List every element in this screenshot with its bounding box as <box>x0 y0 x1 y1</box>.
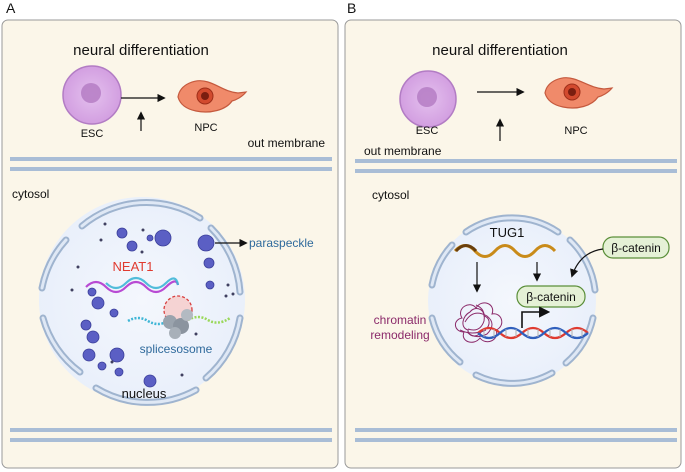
panel-b: B neural differentiation ESC NPC out mem… <box>344 0 682 469</box>
panel-a-splicesosome-label: splicesosome <box>140 342 213 356</box>
panel-a-paraspeckles <box>80 227 215 388</box>
panel-b-catenin-import-arrow <box>570 248 604 278</box>
panel-a-splicing-complex <box>127 295 231 339</box>
panel-a-esc-label: ESC <box>81 128 104 140</box>
panel-a-esc-cell <box>62 65 122 125</box>
panel-b-tug1-label: TUG1 <box>490 225 525 240</box>
panel-a-bottom-membrane <box>10 428 332 442</box>
panel-b-tug1-rna-end <box>454 244 478 253</box>
panel-b-beta-catenin-inner-box <box>516 285 586 308</box>
panel-b-nucleus <box>428 214 599 387</box>
panel-b-membrane-label: out membrane <box>364 144 442 158</box>
panel-b-beta-catenin-outer-label: β-catenin <box>611 241 661 255</box>
panel-a-title: neural differentiation <box>73 42 209 59</box>
panel-a-nucleus-label: nucleus <box>122 386 167 401</box>
panel-b-beta-catenin-outer-box <box>602 236 670 259</box>
panel-b-beta-catenin-inner-label: β-catenin <box>526 290 576 304</box>
panel-a-neat1-rna <box>85 276 180 294</box>
panel-b-dna-helix <box>477 326 589 340</box>
panel-b-npc-cell <box>544 77 614 109</box>
panel-a-npc-label: NPC <box>194 122 217 134</box>
panel-a: A neural differentiation ESC NPC out mem… <box>1 0 339 469</box>
panel-a-npc-cell <box>177 80 248 113</box>
panel-a-neat1-label: NEAT1 <box>113 259 154 274</box>
panel-b-letter: B <box>347 0 356 16</box>
panel-b-chromatin-label-line2: remodeling <box>370 328 429 342</box>
panel-a-nucleus <box>38 197 245 406</box>
panel-b-transcription-start-arrow <box>521 306 551 328</box>
panel-a-top-membrane <box>10 157 332 171</box>
panel-b-esc-cell <box>399 70 457 128</box>
panel-a-small-dots <box>70 222 235 377</box>
panel-b-title: neural differentiation <box>432 42 568 59</box>
panel-b-bottom-membrane <box>355 428 677 442</box>
panel-a-cytosol-label: cytosol <box>12 187 49 201</box>
panel-b-npc-label: NPC <box>564 125 587 137</box>
panel-a-letter: A <box>6 0 16 16</box>
panel-b-top-membrane <box>355 159 677 173</box>
panel-b-chromatin-label-line1: chromatin <box>374 313 427 327</box>
panel-a-paraspeckle-label: paraspeckle <box>249 236 314 250</box>
panel-a-membrane-label: out membrane <box>248 136 326 150</box>
panel-b-esc-label: ESC <box>416 125 439 137</box>
panel-b-cytosol-label: cytosol <box>372 188 409 202</box>
